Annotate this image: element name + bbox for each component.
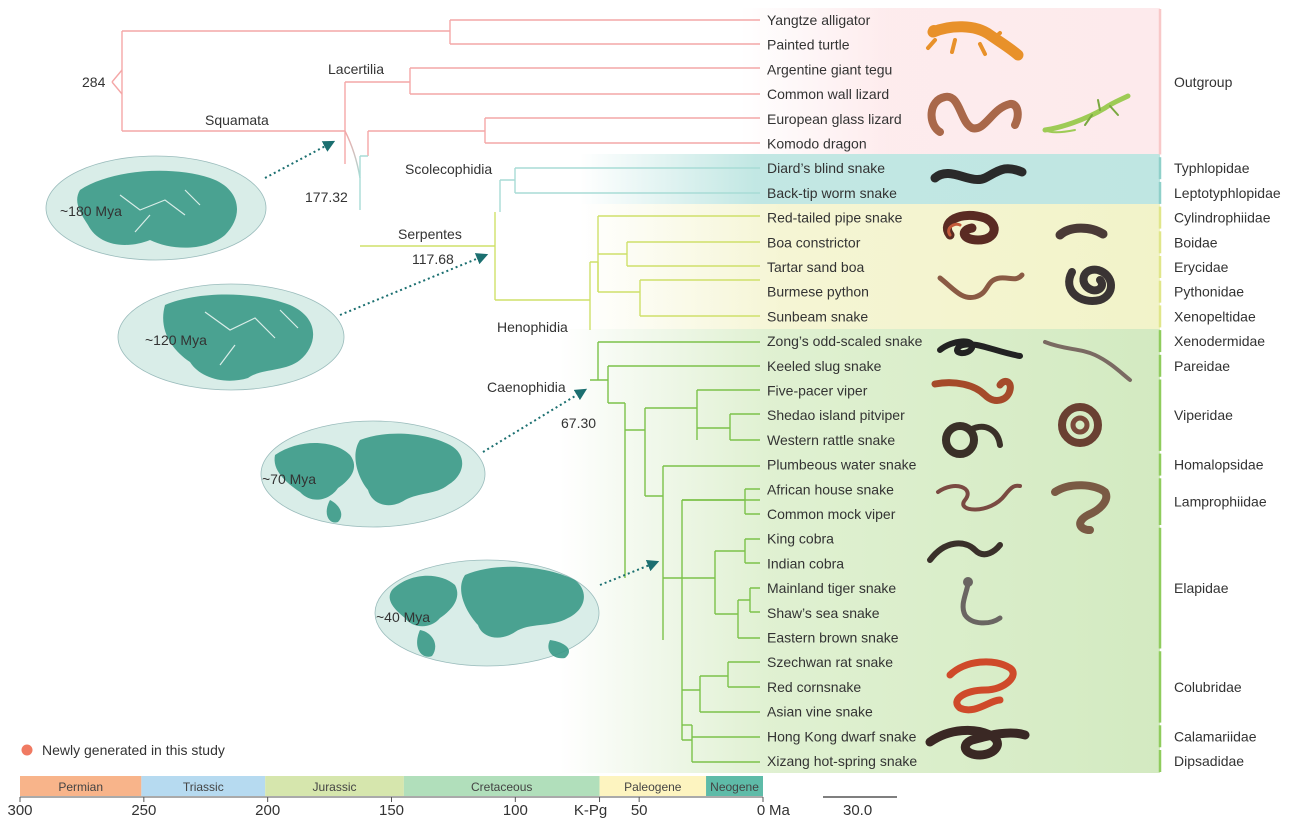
- species-label: Common mock viper: [767, 506, 896, 522]
- species-label: Hong Kong dwarf snake: [767, 728, 917, 744]
- species-label: Plumbeous water snake: [767, 457, 917, 473]
- time-tick-label: 0: [757, 802, 765, 819]
- species-label: Diard’s blind snake: [767, 160, 885, 176]
- species-label: Common wall lizard: [767, 86, 889, 102]
- time-tick-label: K-Pg: [574, 802, 607, 819]
- period-label: Paleogene: [624, 780, 682, 794]
- species-label: Painted turtle: [767, 37, 850, 53]
- family-label: Boidae: [1174, 234, 1218, 250]
- root-age-label: 284: [82, 74, 106, 90]
- paleomap-120: ~120 Mya: [118, 284, 344, 390]
- time-tick-label: 250: [131, 802, 156, 819]
- time-tick-label: 150: [379, 802, 404, 819]
- species-label: Shaw’s sea snake: [767, 605, 880, 621]
- paleomap-120-label: ~120 Mya: [145, 332, 207, 348]
- period-label: Jurassic: [313, 780, 357, 794]
- paleomap-40-label: ~40 Mya: [376, 609, 430, 625]
- species-label: Red cornsnake: [767, 679, 861, 695]
- squamata-label: Squamata: [205, 112, 269, 128]
- species-label: Boa constrictor: [767, 234, 861, 250]
- species-label: Eastern brown snake: [767, 630, 899, 646]
- family-label: Colubridae: [1174, 679, 1242, 695]
- paleomap-40: ~40 Mya: [375, 560, 599, 666]
- time-tick-label: Ma: [769, 802, 790, 819]
- species-label: Tartar sand boa: [767, 259, 864, 275]
- species-label: Yangtze alligator: [767, 12, 871, 28]
- family-label: Outgroup: [1174, 74, 1233, 90]
- family-label: Dipsadidae: [1174, 753, 1244, 769]
- paleomap-70-label: ~70 Mya: [262, 471, 316, 487]
- species-label: Sunbeam snake: [767, 308, 868, 324]
- species-label: European glass lizard: [767, 111, 902, 127]
- time-tick-label: 50: [631, 802, 648, 819]
- serpentes-age-label: 117.68: [412, 251, 454, 267]
- legend-marker: [22, 745, 33, 756]
- time-tick-label: 100: [503, 802, 528, 819]
- species-label: Western rattle snake: [767, 432, 895, 448]
- henophidia-label: Henophidia: [497, 319, 568, 335]
- family-label: Viperidae: [1174, 407, 1233, 423]
- lacertilia-label: Lacertilia: [328, 61, 384, 77]
- family-label: Erycidae: [1174, 259, 1229, 275]
- family-label: Homalopsidae: [1174, 457, 1264, 473]
- species-label: Keeled slug snake: [767, 358, 882, 374]
- arrow-180: [265, 142, 333, 178]
- serpentes-label: Serpentes: [398, 226, 462, 242]
- scale-bar-label: 30.0: [843, 802, 872, 819]
- species-label: Szechwan rat snake: [767, 654, 893, 670]
- family-label: Elapidae: [1174, 580, 1229, 596]
- species-label: Zong’s odd-scaled snake: [767, 333, 923, 349]
- species-label: Mainland tiger snake: [767, 580, 896, 596]
- family-label: Leptotyphlopidae: [1174, 185, 1281, 201]
- family-label: Xenopeltidae: [1174, 308, 1256, 324]
- family-label: Pareidae: [1174, 358, 1230, 374]
- scolecophidia-label: Scolecophidia: [405, 161, 492, 177]
- family-label: Calamariidae: [1174, 728, 1257, 744]
- family-label: Xenodermidae: [1174, 333, 1265, 349]
- family-label: Cylindrophiidae: [1174, 210, 1271, 226]
- species-label: King cobra: [767, 531, 834, 547]
- caenophidia-label: Caenophidia: [487, 379, 566, 395]
- scale-bar: 30.0: [823, 797, 897, 819]
- species-label: Burmese python: [767, 284, 869, 300]
- paleomap-180-label: ~180 Mya: [60, 203, 122, 219]
- squamata-age-label: 177.32: [305, 189, 348, 205]
- species-label: Five-pacer viper: [767, 383, 868, 399]
- caenophidia-age-label: 67.30: [561, 415, 596, 431]
- family-labels: OutgroupTyphlopidaeLeptotyphlopidaeCylin…: [1160, 9, 1281, 772]
- time-tick-label: 200: [255, 802, 280, 819]
- time-tick-label: 300: [7, 802, 32, 819]
- family-label: Pythonidae: [1174, 284, 1244, 300]
- family-label: Typhlopidae: [1174, 160, 1250, 176]
- species-label: Asian vine snake: [767, 704, 873, 720]
- outgroup-branches: [112, 20, 760, 164]
- paleomaps: ~180 Mya ~120 Mya ~70 Mya ~40 Mya: [46, 156, 599, 666]
- species-label: Red-tailed pipe snake: [767, 210, 903, 226]
- species-label: Xizang hot-spring snake: [767, 753, 917, 769]
- geologic-time-scale: Permian Triassic Jurassic Cretaceous Paleoge…: [7, 776, 790, 819]
- period-label: Neogene: [710, 780, 759, 794]
- legend: Newly generated in this study: [22, 742, 225, 758]
- species-label: Back-tip worm snake: [767, 185, 897, 201]
- species-label: Komodo dragon: [767, 136, 867, 152]
- species-label: African house snake: [767, 481, 894, 497]
- species-label: Argentine giant tegu: [767, 61, 892, 77]
- paleomap-180: ~180 Mya: [46, 156, 266, 260]
- legend-label: Newly generated in this study: [42, 742, 225, 758]
- period-label: Permian: [58, 780, 103, 794]
- species-label: Shedao island pitviper: [767, 407, 905, 423]
- period-label: Triassic: [183, 780, 224, 794]
- period-label: Cretaceous: [471, 780, 532, 794]
- family-label: Lamprophiidae: [1174, 494, 1267, 510]
- species-label: Indian cobra: [767, 555, 844, 571]
- paleomap-70: ~70 Mya: [261, 421, 485, 527]
